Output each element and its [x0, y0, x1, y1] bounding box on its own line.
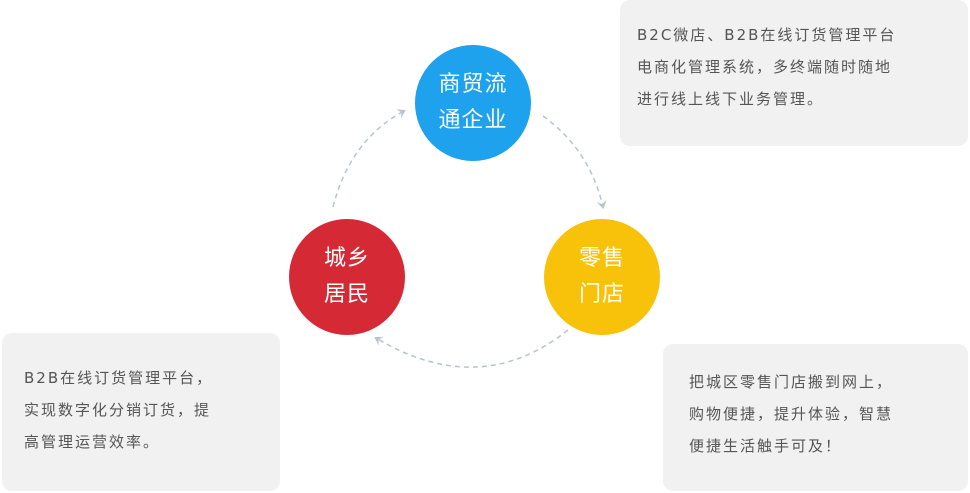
node-label-line2: 门店 [578, 282, 625, 307]
description-line: 实现数字化分销订货，提 [24, 401, 212, 419]
node-label-line1: 城乡 [323, 246, 370, 271]
arrow-resident-to-trade [332, 109, 406, 208]
description-line: 便捷生活触手可及！ [689, 437, 843, 455]
arrow-retail-to-resident [374, 329, 569, 368]
description-line: 购物便捷，提升体验，智慧 [689, 405, 894, 423]
description-box-trade: B2C微店、B2B在线订货管理平台 电商化管理系统，多终端随时随地 进行线上线下… [620, 0, 968, 146]
node-trade-enterprise: 商贸流 通企业 [415, 45, 531, 161]
node-label-line2: 居民 [323, 282, 370, 307]
description-box-retail: 把城区零售门店搬到网上， 购物便捷，提升体验，智慧 便捷生活触手可及！ [663, 344, 968, 491]
description-line: 把城区零售门店搬到网上， [689, 373, 894, 391]
node-label-line2: 通企业 [438, 108, 508, 133]
node-label-line1: 商贸流 [438, 72, 508, 97]
description-line: B2B在线订货管理平台， [24, 369, 214, 387]
node-urban-rural-resident: 城乡 居民 [289, 219, 405, 335]
description-box-resident: B2B在线订货管理平台， 实现数字化分销订货，提 高管理运营效率。 [2, 333, 280, 491]
description-line: B2C微店、B2B在线订货管理平台 [637, 26, 897, 44]
node-retail-store: 零售 门店 [544, 219, 660, 335]
description-line: 电商化管理系统，多终端随时随地 [637, 58, 893, 76]
arrow-trade-to-retail [542, 115, 607, 209]
description-line: 高管理运营效率。 [24, 433, 161, 451]
node-label-line1: 零售 [578, 246, 625, 271]
description-line: 进行线上线下业务管理。 [637, 90, 825, 108]
